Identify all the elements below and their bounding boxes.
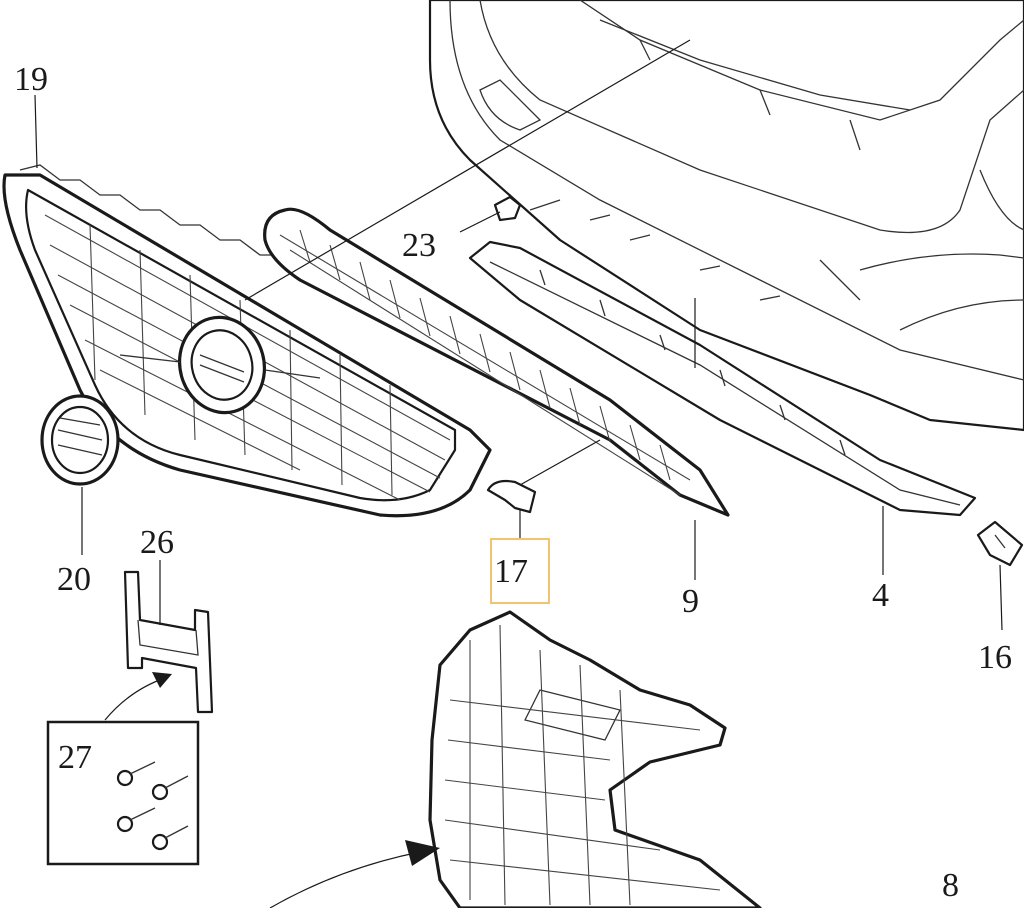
trim-strip bbox=[468, 240, 977, 517]
callout-4: 4 bbox=[872, 577, 889, 614]
callout-9: 9 bbox=[682, 583, 699, 620]
callout-23: 23 bbox=[402, 227, 436, 264]
callout-19: 19 bbox=[14, 61, 48, 98]
highlight-box-17 bbox=[490, 538, 550, 604]
callout-27: 27 bbox=[58, 739, 92, 776]
bolt-kit-box bbox=[46, 720, 200, 866]
emblem bbox=[40, 394, 120, 486]
callout-26: 26 bbox=[140, 524, 174, 561]
bumper-cover bbox=[428, 0, 1024, 432]
bracket-17 bbox=[486, 479, 537, 514]
grille-assembly bbox=[2, 164, 492, 518]
bracket-26 bbox=[123, 570, 214, 714]
leader-lines bbox=[34, 39, 1003, 908]
callout-8: 8 bbox=[942, 867, 959, 904]
under-tray bbox=[428, 610, 762, 908]
clip-16 bbox=[976, 520, 1024, 567]
callout-20: 20 bbox=[57, 561, 91, 598]
callout-17: 17 bbox=[494, 553, 528, 590]
callout-16: 16 bbox=[978, 639, 1012, 676]
clip-23 bbox=[493, 195, 522, 222]
lower-grille bbox=[263, 207, 730, 517]
